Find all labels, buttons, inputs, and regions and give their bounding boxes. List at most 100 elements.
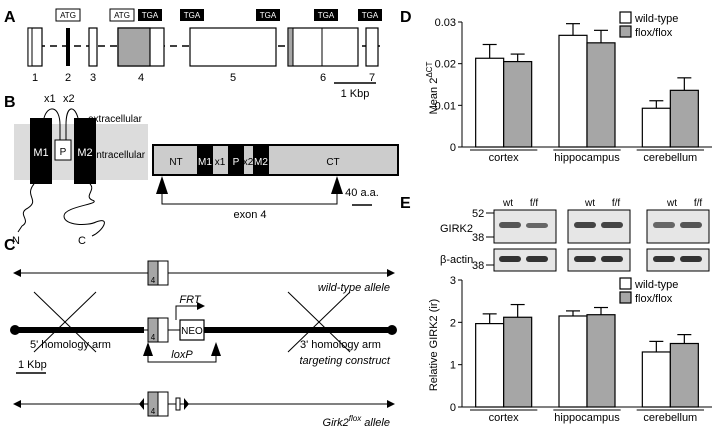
band: [499, 222, 521, 228]
scale-label: 1 Kbp: [341, 88, 370, 100]
blot-label-actin: β-actin: [440, 254, 473, 266]
exon-7: [365, 27, 379, 67]
frt-label: FRT: [179, 294, 201, 306]
category-label: hippocampus: [554, 412, 620, 424]
flox-exon-4-utr: [157, 391, 169, 417]
legend-label: flox/flox: [635, 293, 673, 305]
wt-allele-label: wild-type allele: [318, 282, 390, 294]
neo-cassette: [179, 319, 205, 341]
svg-text:ATG: ATG: [60, 11, 76, 20]
x1-label: x1: [215, 157, 226, 168]
legend-swatch: [619, 11, 632, 24]
bar: [503, 316, 533, 408]
m2-helix: [74, 118, 96, 184]
ct-label: CT: [326, 157, 339, 168]
band: [526, 223, 548, 228]
legend-label: wild-type: [634, 279, 678, 291]
mw-marker: 52: [472, 208, 484, 220]
bar: [503, 60, 533, 148]
svg-text:TGA: TGA: [142, 11, 159, 20]
protein-scale-label: 40 a.a.: [345, 187, 379, 199]
bar: [558, 315, 588, 408]
y-tick-label: 0.02: [435, 59, 456, 71]
homology-arm-5-label: 5' homology arm: [30, 339, 111, 351]
band: [601, 222, 623, 228]
lane-label-ff: f/f: [530, 198, 539, 209]
category-label: cerebellum: [643, 152, 697, 164]
construct-scale-label: 1 Kbp: [18, 359, 47, 371]
band: [680, 222, 702, 228]
x2-label: x2: [243, 157, 254, 168]
frt-bracket: [175, 302, 205, 320]
band: [680, 256, 702, 262]
bar: [586, 314, 616, 408]
exon-3: [88, 27, 98, 67]
m2-segment-a: [228, 145, 244, 175]
x1-label: x1: [44, 93, 56, 105]
legend-label: wild-type: [634, 13, 678, 25]
tga-marker: TGA: [138, 9, 162, 21]
bar: [669, 342, 699, 408]
exon-2: [66, 28, 70, 66]
band: [574, 256, 596, 262]
exon-number: 1: [32, 72, 38, 84]
panel-label-b: B: [4, 94, 16, 111]
exon-number: 7: [369, 72, 375, 84]
protein-bar: [152, 144, 399, 176]
svg-text:C: C: [78, 235, 86, 247]
lane-label-wt: wt: [584, 198, 595, 209]
svg-text:TGA: TGA: [318, 11, 335, 20]
panel-label-a: A: [4, 9, 16, 26]
exon-4-bracket: [161, 194, 338, 205]
legend-label: flox/flox: [635, 27, 673, 39]
panel-e: E wt f/f wt f/f wt f/f GIRK2 β-actin 52 …: [400, 195, 712, 424]
m2-label: M2: [254, 157, 268, 168]
svg-text:TGA: TGA: [362, 11, 379, 20]
y-tick-label: 0.03: [435, 17, 456, 29]
panel-label-c: C: [4, 237, 16, 254]
bar: [475, 57, 505, 148]
y-tick-label: 2: [450, 317, 456, 329]
blot-actin-hippocampus: [567, 248, 631, 272]
loxp-site: [211, 342, 221, 356]
svg-text:4: 4: [151, 276, 156, 285]
flox-loxp-site: [139, 398, 144, 410]
svg-text:M2: M2: [77, 147, 92, 159]
n-terminus: [17, 183, 35, 233]
atg-marker: ATG: [55, 8, 81, 22]
crossover-right: [287, 291, 351, 353]
exon-1-utr: [27, 27, 33, 67]
legend-swatch: [619, 291, 632, 304]
bar: [669, 89, 699, 148]
loxp-site: [143, 342, 153, 356]
pore-helix: [54, 139, 72, 161]
bar: [641, 351, 671, 408]
exon-5: [189, 27, 277, 67]
p-label: P: [233, 157, 240, 168]
crossover-left: [33, 291, 97, 353]
exon-number: 4: [138, 72, 144, 84]
svg-text:NEO: NEO: [181, 326, 203, 337]
exon-number: 5: [230, 72, 236, 84]
panel-label-e: E: [400, 195, 411, 212]
x2-loop: [65, 108, 79, 140]
chart-d-ylabel: Mean 2ΔCT: [425, 62, 440, 115]
category-label: hippocampus: [554, 152, 620, 164]
svg-text:ATG: ATG: [114, 11, 130, 20]
exon-4-label: exon 4: [233, 209, 266, 221]
exon-4-coding: [117, 27, 151, 67]
blot-actin-cortex: [493, 248, 557, 272]
svg-text:TGA: TGA: [184, 11, 201, 20]
c-terminus: [63, 183, 105, 237]
atg-marker: ATG: [109, 8, 135, 22]
lane-label-ff: f/f: [612, 198, 621, 209]
svg-text:4: 4: [151, 407, 156, 416]
extracellular-label: extracellular: [88, 114, 143, 125]
m1-segment: [197, 145, 213, 175]
bar: [475, 323, 505, 408]
y-tick-label: 0: [450, 142, 456, 154]
band: [653, 256, 675, 262]
loxp-bracket: [147, 356, 217, 363]
